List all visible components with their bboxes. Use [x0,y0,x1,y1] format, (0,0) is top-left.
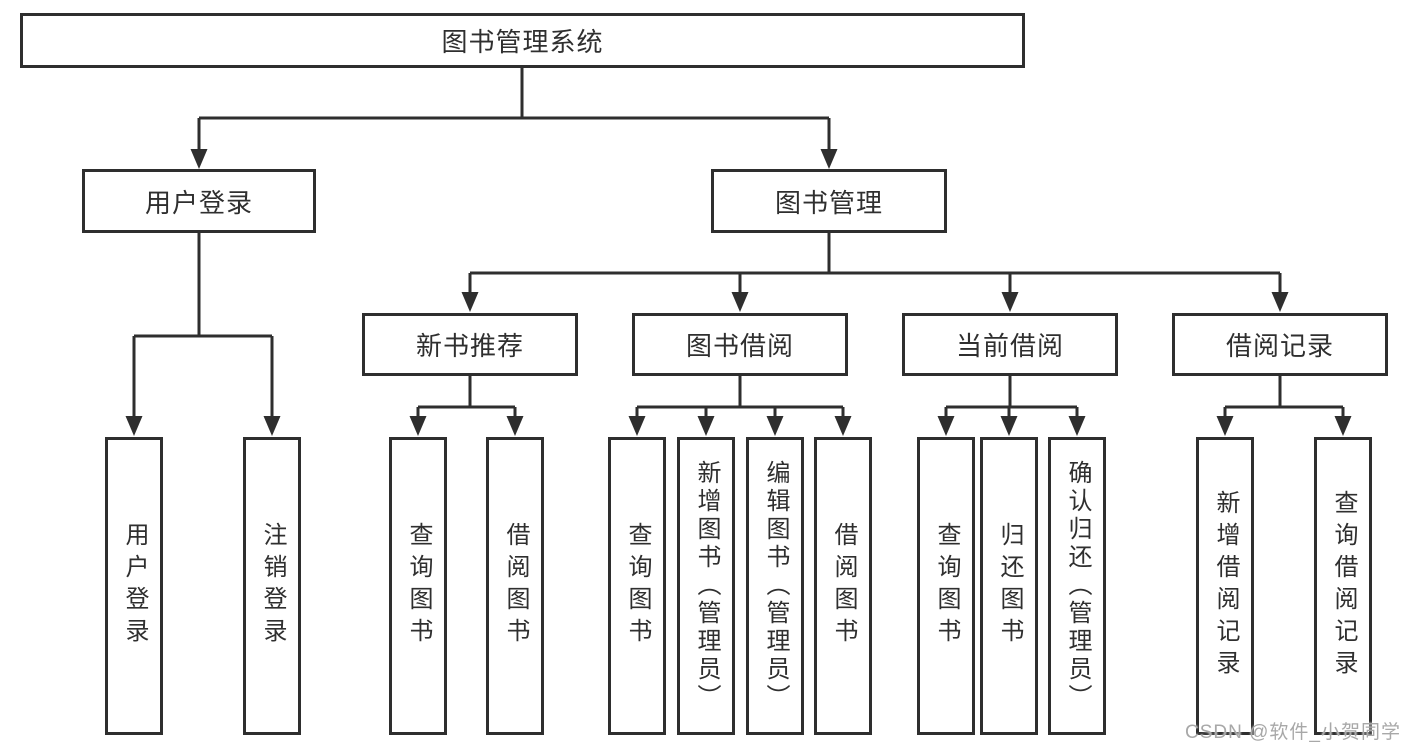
leaf-logout-label: 注销登录 [259,522,286,650]
arrowhead-icon [1271,292,1289,312]
connector-book-mgmt-to-level3 [461,233,1289,312]
leaf-edit-book-admin: 编辑图书（管理员） [746,437,804,735]
node-user-login: 用户登录 [82,169,316,233]
arrowhead-icon [506,416,524,436]
leaf-edit-book-admin-label: 编辑图书（管理员） [762,460,789,712]
leaf-query-borrow-record: 查询借阅记录 [1314,437,1372,735]
leaf-return-book: 归还图书 [980,437,1038,735]
arrowhead-icon [190,149,208,169]
node-new-book-recommend-label: 新书推荐 [415,331,524,361]
leaf-add-book-admin: 新增图书（管理员） [677,437,735,735]
arrowhead-icon [697,416,715,436]
leaf-return-book-label: 归还图书 [996,522,1023,650]
arrowhead-icon [1001,292,1019,312]
arrowhead-icon [937,416,955,436]
leaf-confirm-return-admin-label: 确认归还（管理员） [1064,460,1091,712]
arrowhead-icon [820,149,838,169]
arrowhead-icon [628,416,646,436]
leaf-borrow-books-1: 借阅图书 [486,437,544,735]
connector-new-book-to-leaves [409,376,524,436]
leaf-borrow-books-2-label: 借阅图书 [830,522,857,650]
leaf-query-books-3: 查询图书 [917,437,975,735]
node-current-borrow-label: 当前借阅 [955,331,1064,361]
leaf-query-borrow-record-label: 查询借阅记录 [1330,490,1357,682]
connector-user-login-to-leaves [125,233,281,436]
node-book-management: 图书管理 [711,169,947,233]
node-new-book-recommend: 新书推荐 [362,313,578,376]
node-root: 图书管理系统 [20,13,1025,68]
connector-current-borrow-to-leaves [937,376,1086,436]
node-book-borrow-label: 图书借阅 [685,331,794,361]
arrowhead-icon [766,416,784,436]
leaf-add-book-admin-label: 新增图书（管理员） [693,460,720,712]
arrowhead-icon [125,416,143,436]
arrowhead-icon [1216,416,1234,436]
watermark: CSDN @软件_小贺同学 [1185,722,1401,743]
node-borrow-records-label: 借阅记录 [1225,331,1334,361]
connector-borrow-record-to-leaves [1216,376,1352,436]
leaf-borrow-books-2: 借阅图书 [814,437,872,735]
node-borrow-records: 借阅记录 [1172,313,1388,376]
leaf-query-books-1: 查询图书 [389,437,447,735]
leaf-borrow-books-1-label: 借阅图书 [502,522,529,650]
leaf-add-borrow-record: 新增借阅记录 [1196,437,1254,735]
leaf-add-borrow-record-label: 新增借阅记录 [1212,490,1239,682]
node-book-borrow: 图书借阅 [632,313,848,376]
arrowhead-icon [731,292,749,312]
node-book-management-label: 图书管理 [774,187,883,218]
leaf-user-login: 用户登录 [105,437,163,735]
leaf-logout: 注销登录 [243,437,301,735]
node-user-login-label: 用户登录 [144,187,253,218]
arrowhead-icon [409,416,427,436]
node-root-label: 图书管理系统 [441,27,604,57]
arrowhead-icon [834,416,852,436]
connector-root-to-level2 [190,68,838,169]
node-current-borrow: 当前借阅 [902,313,1118,376]
leaf-query-books-3-label: 查询图书 [933,522,960,650]
leaf-query-books-1-label: 查询图书 [405,522,432,650]
leaf-query-books-2-label: 查询图书 [624,522,651,650]
arrowhead-icon [1068,416,1086,436]
leaf-user-login-label: 用户登录 [121,522,148,650]
arrowhead-icon [1000,416,1018,436]
leaf-confirm-return-admin: 确认归还（管理员） [1048,437,1106,735]
arrowhead-icon [461,292,479,312]
arrowhead-icon [1334,416,1352,436]
connector-book-borrow-to-leaves [628,376,852,436]
arrowhead-icon [263,416,281,436]
leaf-query-books-2: 查询图书 [608,437,666,735]
